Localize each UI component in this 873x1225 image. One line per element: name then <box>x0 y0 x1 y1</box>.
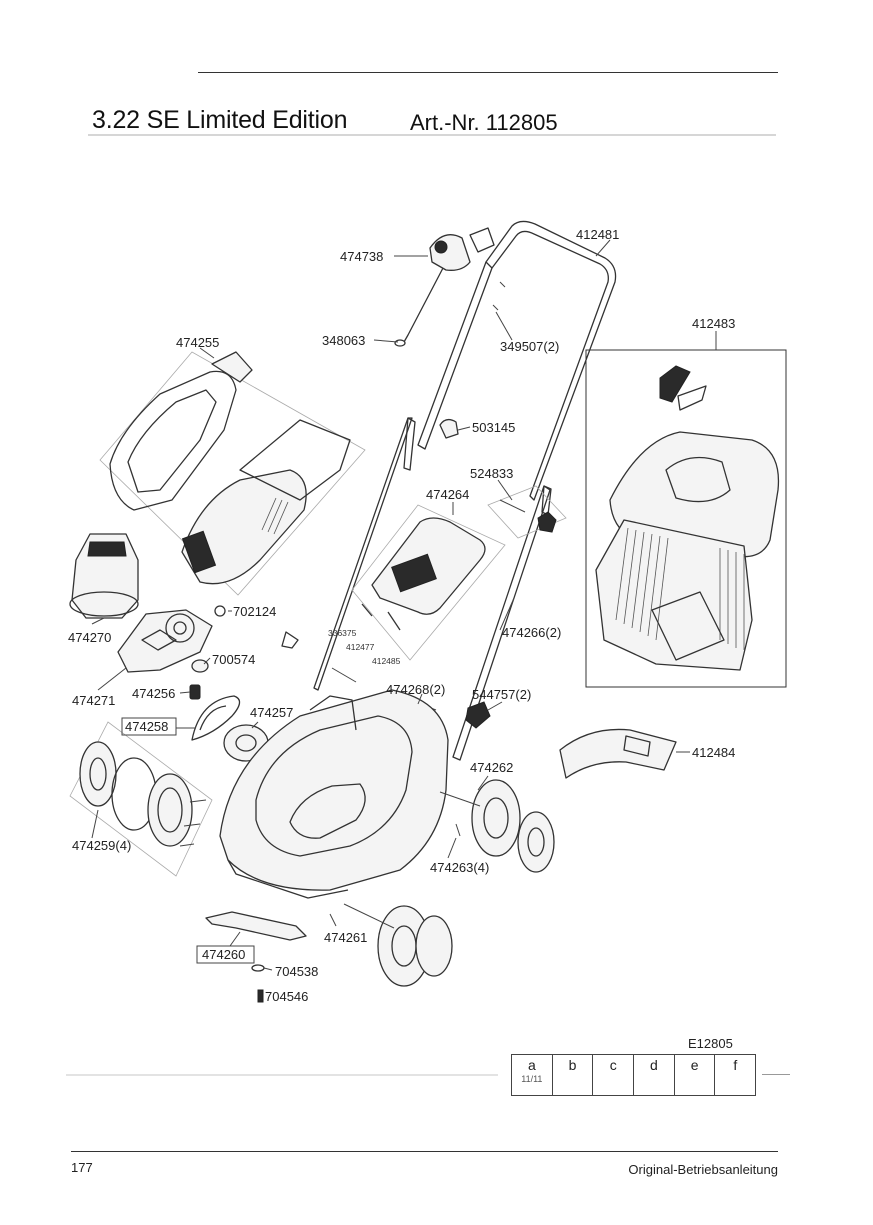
grass-box-drawing <box>585 349 787 688</box>
switch-box-drawing <box>351 504 506 661</box>
part-label-704538: 704538 <box>275 964 318 979</box>
revision-col-d: d <box>633 1054 675 1096</box>
revision-rule-right <box>762 1074 790 1075</box>
revision-col-a-label: a <box>527 1057 536 1073</box>
top-rule <box>198 72 778 73</box>
revision-col-b: b <box>551 1054 594 1096</box>
part-label-524833: 524833 <box>470 466 513 481</box>
part-label-412483: 412483 <box>692 316 735 331</box>
mower-deck-drawing <box>219 689 449 899</box>
cable-clip-drawing <box>439 418 459 439</box>
part-label-544757: 544757(2) <box>472 687 531 702</box>
revision-code: E12805 <box>688 1036 733 1051</box>
revision-col-a: a 11/11 <box>511 1054 553 1096</box>
mulch-flap-drawing <box>559 728 677 779</box>
part-number-labels: 412481 474738 348063 349507(2) 412483 47… <box>68 227 735 1004</box>
part-label-412484: 412484 <box>692 745 735 760</box>
part-label-474738: 474738 <box>340 249 383 264</box>
part-label-474261: 474261 <box>324 930 367 945</box>
revision-col-a-date: 11/11 <box>521 1074 543 1084</box>
part-label-474263: 474263(4) <box>430 860 489 875</box>
revision-col-f: f <box>714 1054 757 1096</box>
revision-rule-left <box>66 1074 498 1076</box>
part-label-474260: 474260 <box>202 947 245 962</box>
part-label-474270: 474270 <box>68 630 111 645</box>
motor-mount-drawing <box>117 609 213 673</box>
part-label-474257: 474257 <box>250 705 293 720</box>
top-cover-drawing <box>99 351 366 596</box>
title-underline <box>88 134 776 136</box>
page-title: 3.22 SE Limited Edition <box>92 106 348 134</box>
part-label-704546: 704546 <box>265 989 308 1004</box>
part-label-474255: 474255 <box>176 335 219 350</box>
revision-table: a 11/11 b c d e f <box>511 1054 757 1096</box>
leader-lines <box>91 239 717 971</box>
bolt-knob-panel-drawing <box>487 485 567 539</box>
part-label-474268: 474268(2) <box>386 682 445 697</box>
part-label-474258: 474258 <box>125 719 168 734</box>
part-label-349507: 349507(2) <box>500 339 559 354</box>
part-label-474262: 474262 <box>470 760 513 775</box>
page-number: 177 <box>71 1160 93 1175</box>
part-label-348063: 348063 <box>322 333 365 348</box>
part-label-503145: 503145 <box>472 420 515 435</box>
front-wheels-drawing <box>343 779 555 987</box>
motor-drawing <box>69 533 139 619</box>
footer-rule <box>71 1151 778 1152</box>
revision-col-e: e <box>673 1054 716 1096</box>
part-label-700574: 700574 <box>212 652 255 667</box>
wheel-set-drawing <box>69 721 213 877</box>
part-label-336375: 336375 <box>328 628 357 638</box>
part-label-474259: 474259(4) <box>72 838 131 853</box>
part-label-474266: 474266(2) <box>502 625 561 640</box>
screws-drawing <box>492 281 506 311</box>
cable-switch-drawing <box>394 234 471 347</box>
article-number: Art.-Nr. 112805 <box>410 110 558 135</box>
part-label-702124: 702124 <box>233 604 276 619</box>
blade-drawing <box>205 911 307 941</box>
part-label-412481: 412481 <box>576 227 619 242</box>
part-label-474264: 474264 <box>426 487 469 502</box>
part-label-412485: 412485 <box>372 656 401 666</box>
footer-text: Original-Betriebsanleitung <box>628 1162 778 1177</box>
revision-col-c: c <box>592 1054 635 1096</box>
part-label-474271: 474271 <box>72 693 115 708</box>
part-label-474256: 474256 <box>132 686 175 701</box>
handle-bar-drawing <box>417 220 617 501</box>
lower-handle-drawing <box>313 417 552 761</box>
part-label-412477: 412477 <box>346 642 375 652</box>
